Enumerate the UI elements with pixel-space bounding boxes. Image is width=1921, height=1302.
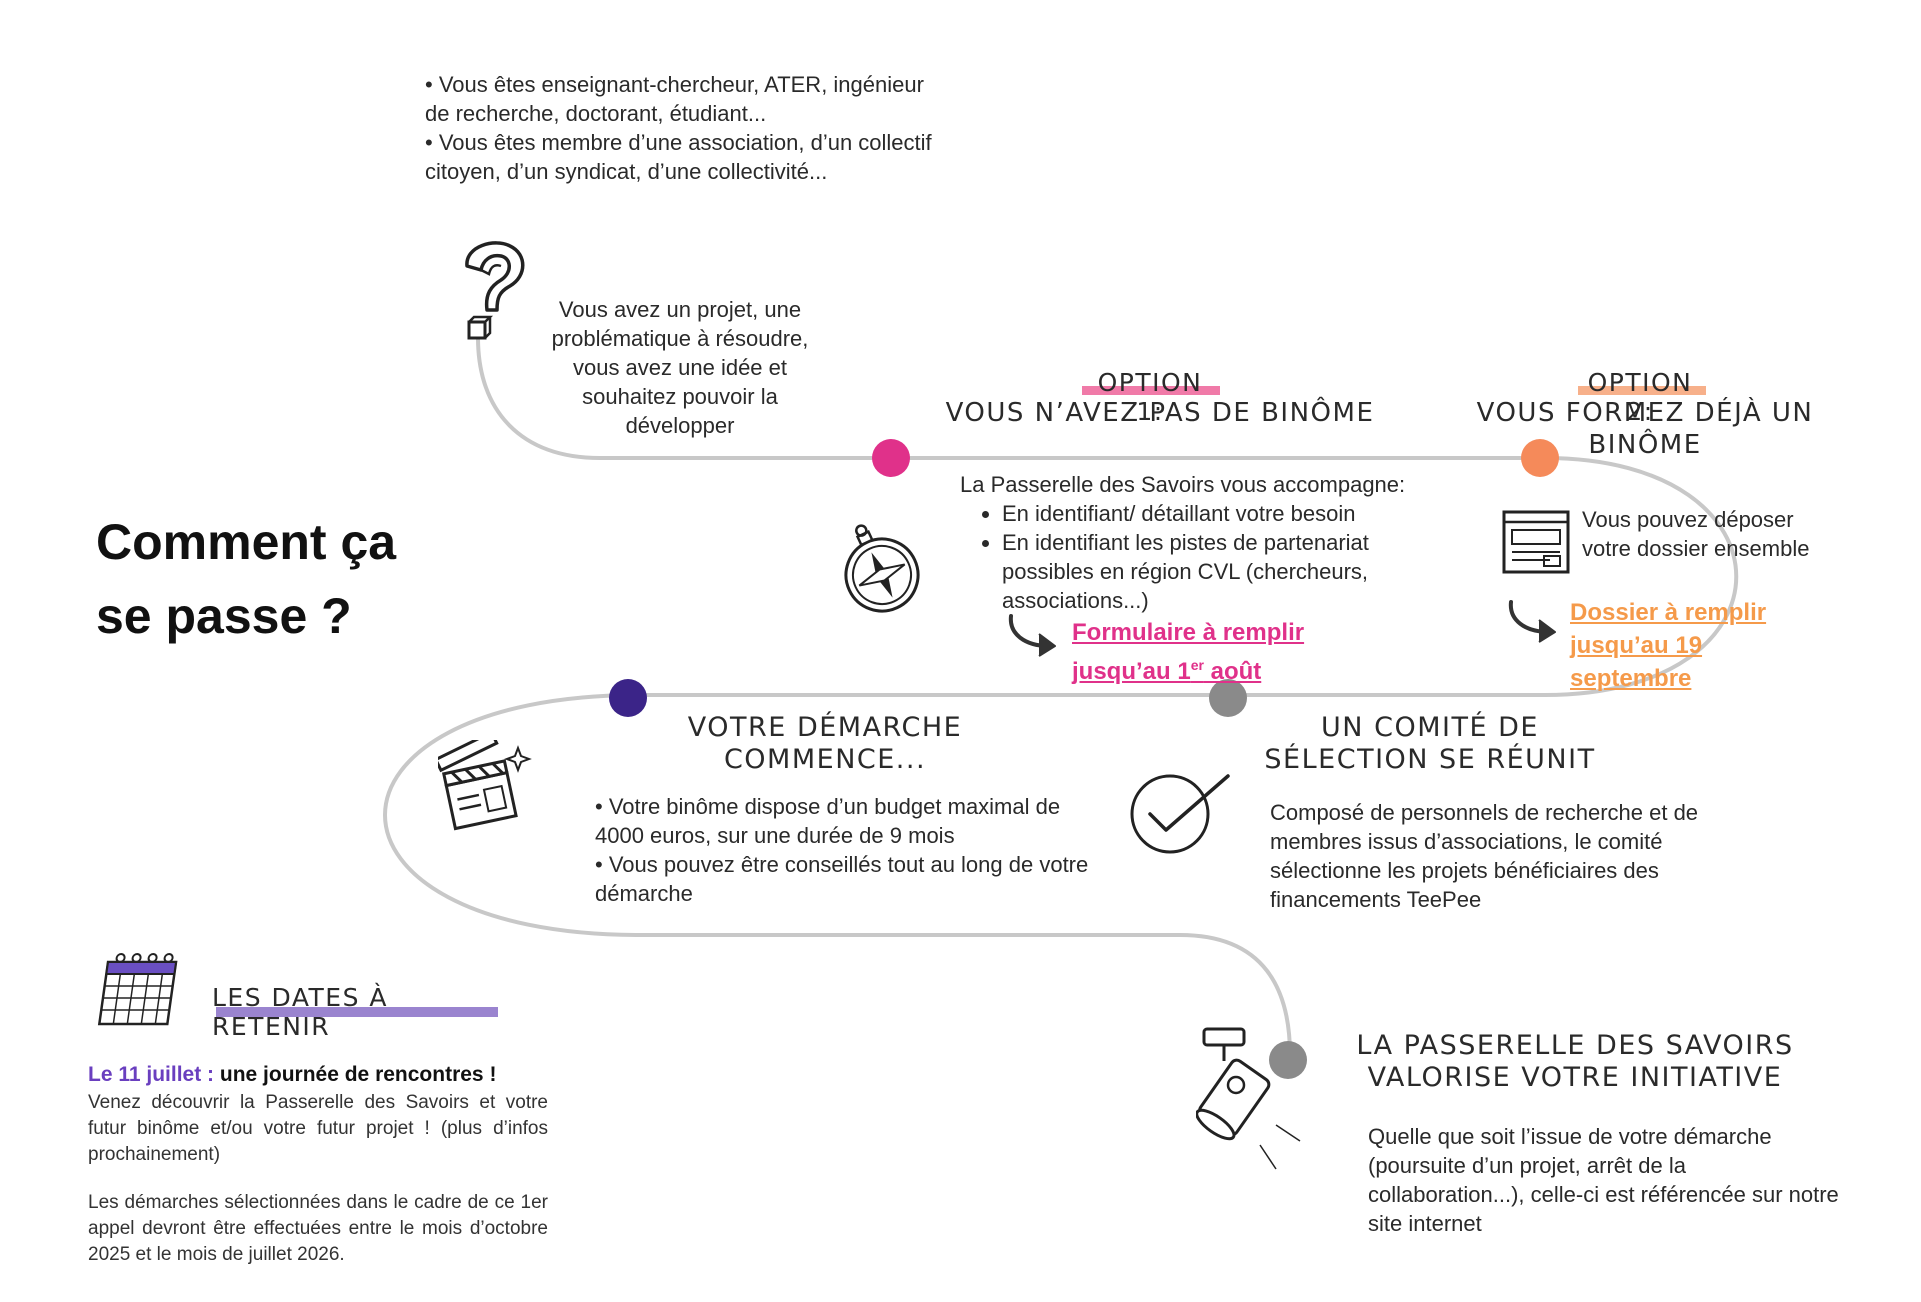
option2-label: OPTION 2: — [1570, 368, 1710, 426]
document-icon — [1502, 510, 1570, 574]
clapperboard-icon — [438, 740, 532, 831]
option1-content: La Passerelle des Savoirs vous accompagn… — [960, 470, 1460, 615]
option1-heading: VOUS N’AVEZ PAS DE BINÔME — [945, 398, 1375, 428]
date-text: Venez découvrir la Passerelle des Savoir… — [88, 1092, 548, 1165]
option1-link[interactable]: Formulaire à remplir jusqu’au 1er août — [1072, 616, 1392, 688]
question-mark-icon — [465, 241, 525, 340]
node-start — [609, 679, 647, 717]
dates-heading-text: LES DATES À RETENIR — [212, 983, 388, 1041]
committee-text: Composé de personnels de recherche et de… — [1270, 800, 1699, 912]
checkmark-icon — [1130, 774, 1230, 854]
start-bullet: • Votre binôme dispose d’un budget maxim… — [595, 794, 1061, 848]
date-title: une journée de rencontres ! — [214, 1063, 497, 1086]
option1-bullet: En identifiant les pistes de partenariat… — [1002, 528, 1460, 615]
option1-bullets: En identifiant/ détaillant votre besoin … — [960, 499, 1460, 615]
committee-heading-line2: SÉLECTION SE RÉUNIT — [1264, 744, 1596, 775]
start-heading-line2: COMMENCE... — [723, 744, 927, 775]
dates-heading: LES DATES À RETENIR — [212, 983, 512, 1041]
start-bullets: • Votre binôme dispose d’un budget maxim… — [595, 792, 1095, 908]
node-committee — [1209, 679, 1247, 717]
option2-link-line3[interactable]: septembre — [1570, 665, 1692, 692]
option2-heading: VOUS FORMEZ DÉJÀ UN BINÔME — [1476, 398, 1814, 460]
spotlight-icon — [1196, 1027, 1301, 1170]
option1-bullet: En identifiant/ détaillant votre besoin — [1002, 499, 1460, 528]
option1-label: OPTION 1: — [1080, 368, 1220, 426]
dates-note: Les démarches sélectionnées dans le cadr… — [88, 1192, 548, 1265]
start-heading: VOTRE DÉMARCHE COMMENCE... — [660, 712, 990, 776]
arrow-icon — [1008, 614, 1056, 657]
option1-intro: La Passerelle des Savoirs vous accompagn… — [960, 472, 1406, 497]
valorise-heading: LA PASSERELLE DES SAVOIRS VALORISE VOTRE… — [1355, 1030, 1795, 1094]
option2-link-line2[interactable]: jusqu’au 19 — [1570, 632, 1703, 659]
start-heading-line1: VOTRE DÉMARCHE — [687, 712, 963, 743]
option2-link-line1[interactable]: Dossier à remplir — [1570, 599, 1767, 626]
option1-label-text: OPTION 1: — [1097, 368, 1203, 426]
committee-heading: UN COMITÉ DE SÉLECTION SE RÉUNIT — [1230, 712, 1630, 776]
start-bullet: • Vous pouvez être conseillés tout au lo… — [595, 852, 1089, 906]
page-title: Comment ça se passe ? — [96, 514, 397, 644]
option1-link-line2[interactable]: jusqu’au 1er août — [1072, 657, 1262, 685]
option2-text: Vous pouvez déposer votre dossier ensemb… — [1582, 507, 1810, 561]
node-valorise — [1269, 1041, 1307, 1079]
intro-bullet: • Vous êtes enseignant-chercheur, ATER, … — [425, 72, 924, 126]
valorise-text: Quelle que soit l’issue de votre démarch… — [1368, 1124, 1839, 1236]
option2-link[interactable]: Dossier à remplir jusqu’au 19 septembre — [1570, 596, 1830, 695]
project-text: Vous avez un projet, une problématique à… — [551, 297, 809, 438]
valorise-heading-line2: VALORISE VOTRE INITIATIVE — [1367, 1062, 1783, 1093]
option2-label-text: OPTION 2: — [1587, 368, 1693, 426]
intro-bullet: • Vous êtes membre d’une association, d’… — [425, 130, 932, 184]
intro-bullets: • Vous êtes enseignant-chercheur, ATER, … — [425, 70, 935, 186]
node-option1 — [872, 439, 910, 477]
valorise-heading-line1: LA PASSERELLE DES SAVOIRS — [1356, 1030, 1794, 1061]
dates-content: Le 11 juillet : une journée de rencontre… — [88, 1060, 548, 1268]
compass-icon — [844, 524, 920, 613]
arrow-icon — [1508, 600, 1556, 643]
option1-link-line1[interactable]: Formulaire à remplir — [1072, 619, 1305, 646]
calendar-icon — [97, 953, 178, 1026]
date-label: Le 11 juillet : — [88, 1063, 215, 1086]
committee-heading-line1: UN COMITÉ DE — [1321, 712, 1539, 743]
node-option2 — [1521, 439, 1559, 477]
